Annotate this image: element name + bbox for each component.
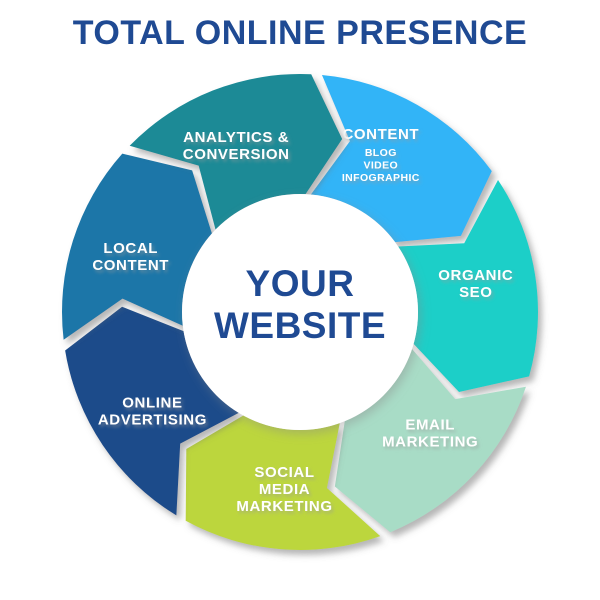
center-label-group: YOUR WEBSITE <box>214 263 386 346</box>
segment-label-line: ORGANIC <box>438 267 513 284</box>
segment-label-line: LOCAL <box>103 240 158 257</box>
segment-analytics-conversion[interactable] <box>129 73 343 230</box>
segment-sublabel-line: BLOG <box>365 147 397 159</box>
center-label-line2: WEBSITE <box>214 305 386 346</box>
segment-sublabel-line: VIDEO <box>363 160 398 172</box>
segment-organic-seo[interactable] <box>398 179 538 392</box>
segment-label-line: MARKETING <box>382 433 478 450</box>
segment-social-media-marketing[interactable] <box>185 415 381 550</box>
segment-label-line: ANALYTICS & <box>183 129 289 146</box>
segment-local-content[interactable] <box>62 153 212 340</box>
segment-label-line: CONTENT <box>92 257 169 274</box>
segment-content[interactable] <box>310 75 492 243</box>
segment-label-line: CONVERSION <box>183 146 290 163</box>
segment-label-analytics-conversion: ANALYTICS &CONVERSION <box>183 129 290 163</box>
segment-label-line: ADVERTISING <box>98 412 207 429</box>
segment-label-line: MEDIA <box>259 481 310 498</box>
segment-online-advertising[interactable] <box>65 306 239 516</box>
segment-sublabel-line: INFOGRAPHIC <box>342 172 420 184</box>
segment-label-line: EMAIL <box>405 416 455 433</box>
segment-label-line: CONTENT <box>342 126 419 143</box>
segment-email-marketing[interactable] <box>334 349 526 533</box>
segment-label-line: SEO <box>459 284 492 301</box>
page-title: TOTAL ONLINE PRESENCE <box>72 14 528 52</box>
segment-label-line: SOCIAL <box>254 464 314 481</box>
center-circle <box>182 194 418 430</box>
segment-label-line: ONLINE <box>122 395 182 412</box>
center-label-line1: YOUR <box>246 263 355 304</box>
segment-label-line: MARKETING <box>236 498 332 515</box>
